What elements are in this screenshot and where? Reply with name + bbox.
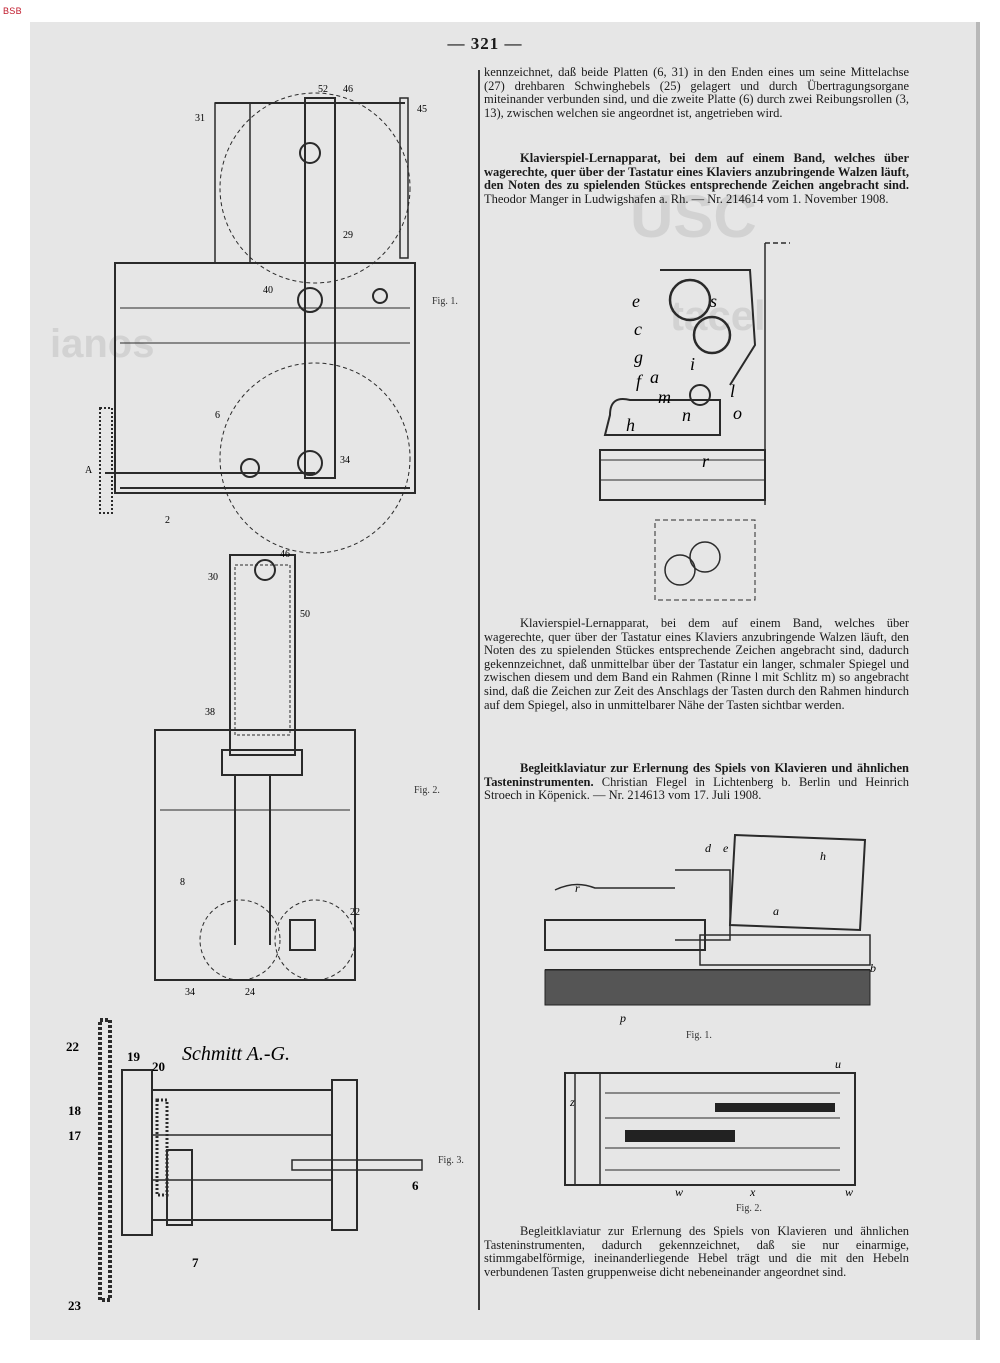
left-fig3-drawing: Schmitt A.-G. 22 19 20 18 17 6 7 23 — [66, 1018, 423, 1313]
patent-inventor-number: Theodor Manger in Ludwigshafen a. Rh. — … — [484, 191, 889, 206]
piano-label: g — [634, 347, 643, 367]
right-fig1-drawing: d e h r a b p — [544, 833, 876, 1025]
left-fig1-caption: Fig. 1. — [432, 296, 458, 307]
right-fig1-label: r — [575, 881, 580, 895]
piano-label: c — [634, 319, 642, 339]
left-fig3-label: 22 — [66, 1039, 79, 1054]
piano-label: e — [632, 291, 640, 311]
piano-label: l — [730, 381, 735, 401]
piano-label: r — [702, 451, 710, 471]
piano-label: m — [658, 387, 671, 407]
left-fig2-label: 50 — [300, 609, 310, 620]
left-fig1-drawing: 52 46 31 45 29 40 6 A 34 2 — [85, 84, 427, 554]
left-fig3-caption: Fig. 3. — [438, 1155, 464, 1166]
right-fig1-label: a — [773, 904, 779, 918]
right-fig1-caption: Fig. 1. — [686, 1030, 712, 1041]
left-fig2-label: 46 — [280, 549, 290, 560]
piano-label: s — [710, 291, 717, 311]
right-fig1-label: p — [619, 1011, 626, 1025]
left-fig1-label: 6 — [215, 410, 220, 421]
right-fig1-label: d — [705, 841, 712, 855]
column-divider — [478, 70, 480, 1310]
left-fig3-label: 19 — [127, 1049, 141, 1064]
patent-claim-manger: Klavierspiel-Lernapparat, bei dem auf ei… — [484, 616, 909, 712]
right-fig2-drawing: z u w x w — [564, 1057, 856, 1199]
left-fig2-drawing: 46 30 50 38 8 22 34 24 — [154, 549, 360, 998]
left-fig3-label: 18 — [68, 1103, 82, 1118]
piano-label: h — [626, 415, 635, 435]
left-fig1-label: 52 — [318, 84, 328, 95]
left-fig1-label: 31 — [195, 113, 205, 124]
left-fig3-label: 7 — [192, 1255, 199, 1270]
left-fig2-label: 30 — [208, 572, 218, 583]
right-fig1-label: e — [723, 841, 729, 855]
left-fig2-caption: Fig. 2. — [414, 785, 440, 796]
piano-label: f — [636, 371, 644, 391]
text-paragraph-continuation: kennzeichnet, daß beide Platten (6, 31) … — [484, 65, 909, 120]
piano-label: n — [682, 405, 691, 425]
left-fig1-label: 45 — [417, 104, 427, 115]
piano-label: i — [690, 354, 695, 374]
left-fig3-label: 23 — [68, 1298, 82, 1313]
patent-inventor-number: Christian Flegel in Lichtenberg b. Berli… — [484, 774, 910, 803]
right-fig1-label: b — [870, 961, 876, 975]
left-fig3-label: 20 — [152, 1059, 165, 1074]
patent-title: Begleitklaviatur zur Erlernung des Spiel… — [484, 761, 909, 789]
fig3-signature: Schmitt A.-G. — [182, 1043, 290, 1065]
right-fig-piano-mechanism: e s c g a i f m l n o h r — [599, 242, 790, 601]
left-fig3-label: 6 — [412, 1178, 419, 1193]
left-fig1-label: 34 — [340, 455, 350, 466]
left-fig1-label: 46 — [343, 84, 353, 95]
right-fig1-label: h — [820, 849, 826, 863]
left-fig1-label: 29 — [343, 230, 353, 241]
patent-entry-flegel: Begleitklaviatur zur Erlernung des Spiel… — [484, 761, 910, 803]
left-fig1-label: 2 — [165, 515, 170, 526]
left-fig2-label: 38 — [205, 707, 215, 718]
right-fig2-caption: Fig. 2. — [736, 1203, 762, 1214]
right-fig2-label: z — [569, 1095, 575, 1109]
left-fig1-label: 40 — [263, 285, 273, 296]
left-fig1-label: A — [85, 465, 93, 476]
left-fig2-label: 8 — [180, 877, 185, 888]
left-fig3-label: 17 — [68, 1128, 82, 1143]
right-fig2-label: u — [835, 1057, 841, 1071]
patent-claim-flegel: Begleitklaviatur zur Erlernung des Spiel… — [484, 1224, 909, 1279]
library-mark: BSB — [3, 6, 22, 16]
left-fig2-label: 34 — [185, 987, 195, 998]
piano-label: o — [733, 403, 742, 423]
right-fig2-label: w — [675, 1185, 683, 1199]
right-fig2-label: x — [749, 1185, 756, 1199]
piano-label: a — [650, 367, 659, 387]
left-fig2-label: 22 — [350, 907, 360, 918]
right-fig2-label: w — [845, 1185, 853, 1199]
patent-entry-manger: Klavierspiel-Lernapparat, bei dem auf ei… — [484, 151, 909, 206]
patent-title: Klavierspiel-Lernapparat, bei dem auf ei… — [484, 151, 909, 193]
left-fig2-label: 24 — [245, 987, 255, 998]
page-number: — 321 — — [447, 34, 523, 53]
